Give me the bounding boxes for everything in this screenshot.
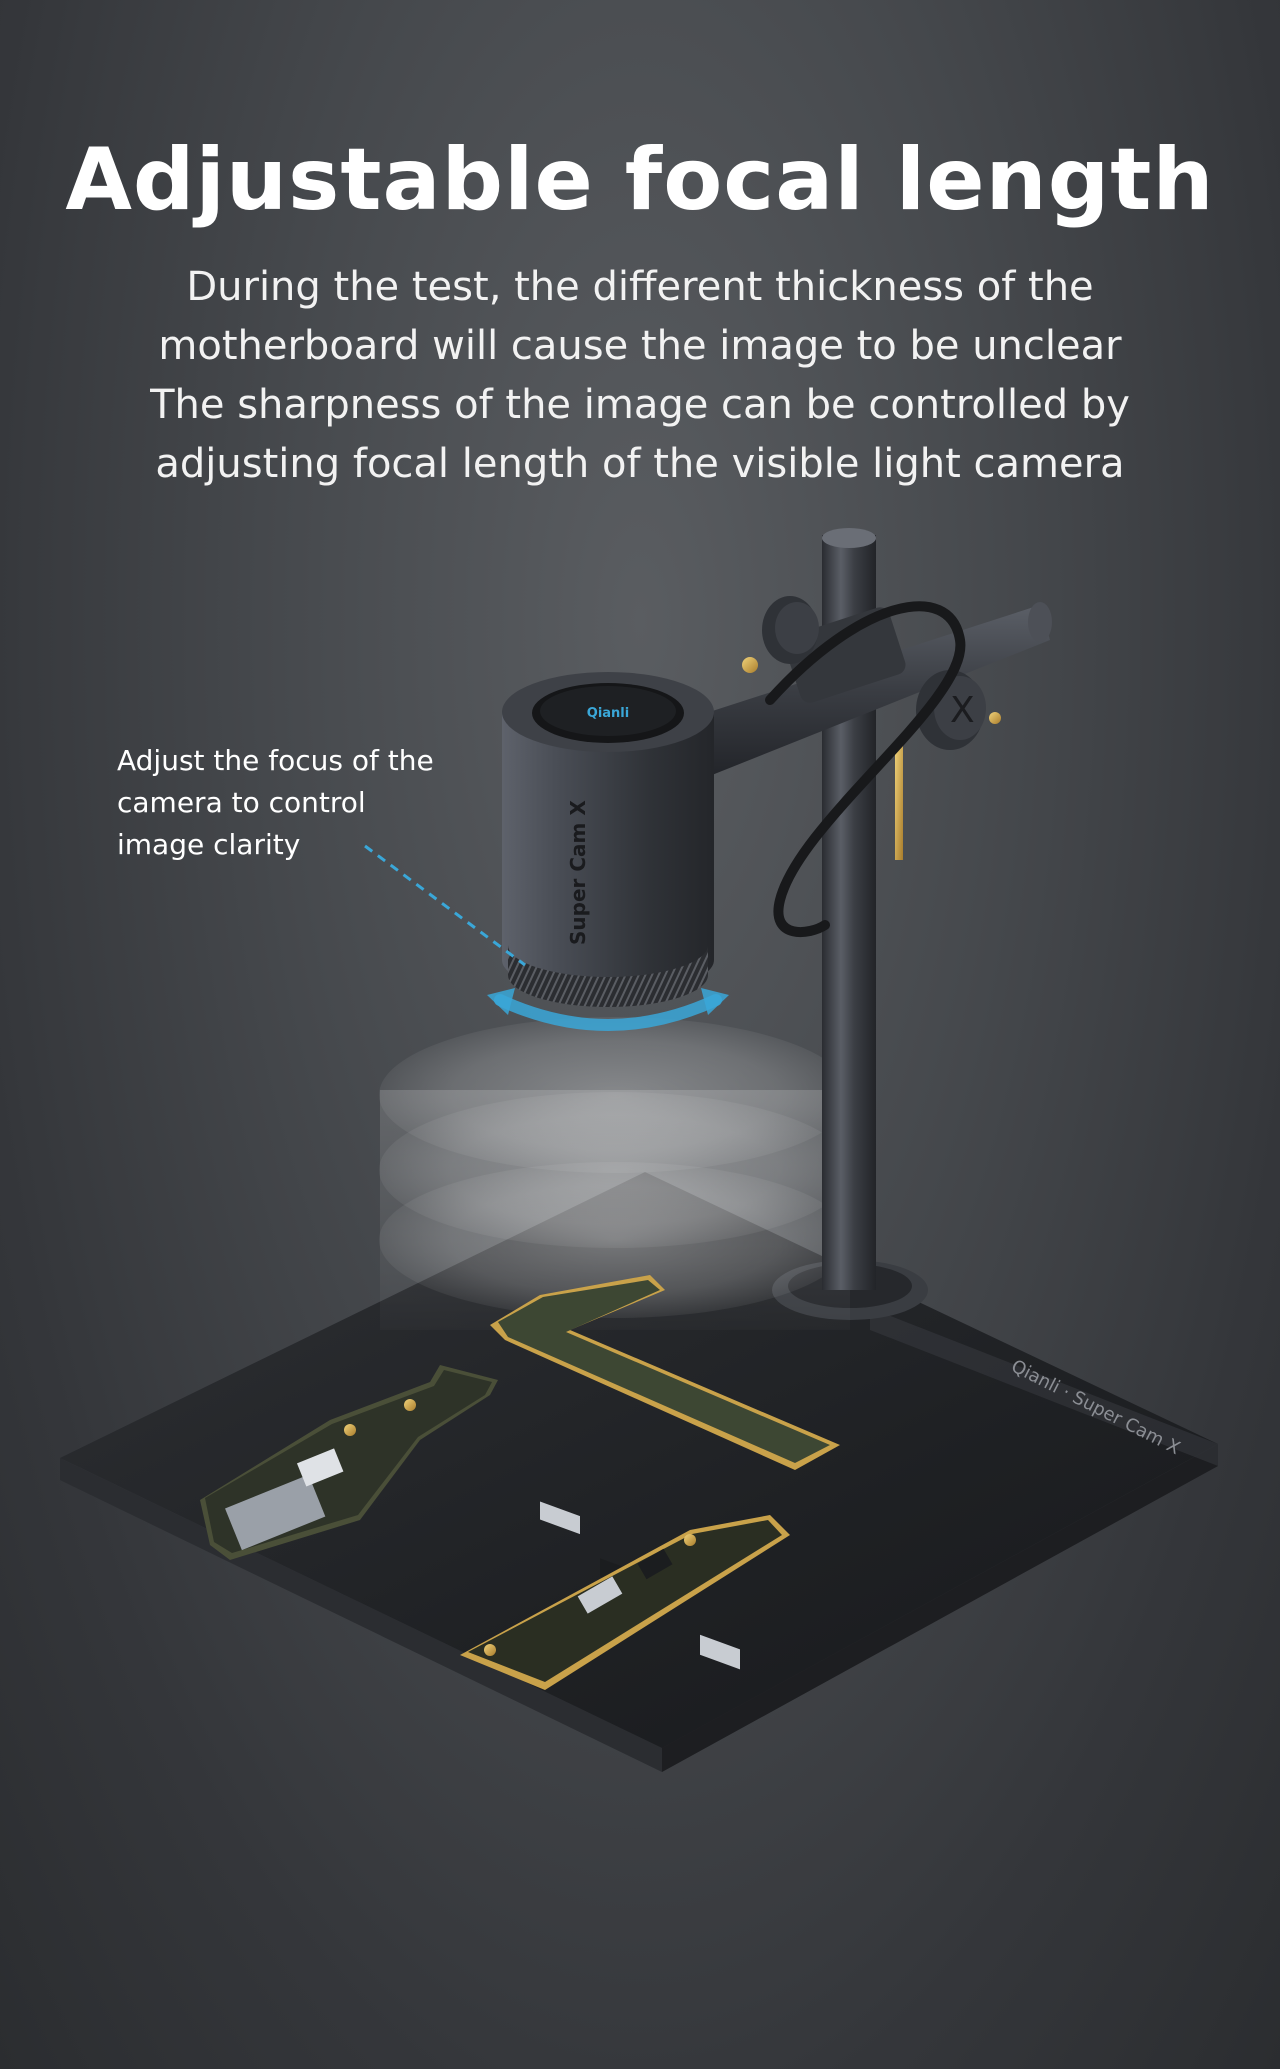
camera-logo: Qianli — [587, 706, 629, 721]
callout-line: image clarity — [117, 828, 301, 861]
description: During the test, the different thickness… — [80, 258, 1200, 494]
svg-text:X: X — [950, 690, 975, 731]
camera-model-label: Super Cam X — [566, 800, 590, 945]
callout-leader-line — [364, 844, 526, 967]
headline: Adjustable focal length — [65, 130, 1215, 230]
focus-rotate-arrow-icon — [487, 988, 729, 1031]
callout-line: Adjust the focus of the — [117, 744, 434, 777]
focus-light-beam — [379, 1017, 851, 1330]
description-line: motherboard will cause the image to be u… — [158, 323, 1122, 369]
description-line: adjusting focal length of the visible li… — [155, 441, 1125, 487]
description-line: During the test, the different thickness… — [186, 264, 1094, 310]
description-line: The sharpness of the image can be contro… — [150, 382, 1130, 428]
motherboard-left — [200, 1365, 498, 1560]
callout-line: camera to control — [117, 786, 366, 819]
camera-head: Qianli Super Cam X — [502, 672, 714, 1007]
focus-callout: Adjust the focus of the camera to contro… — [117, 740, 457, 866]
stand-arm: X — [700, 596, 1052, 938]
motherboard-bottom — [460, 1515, 790, 1690]
product-illustration: Qianli · Super Cam X — [60, 528, 1218, 1772]
